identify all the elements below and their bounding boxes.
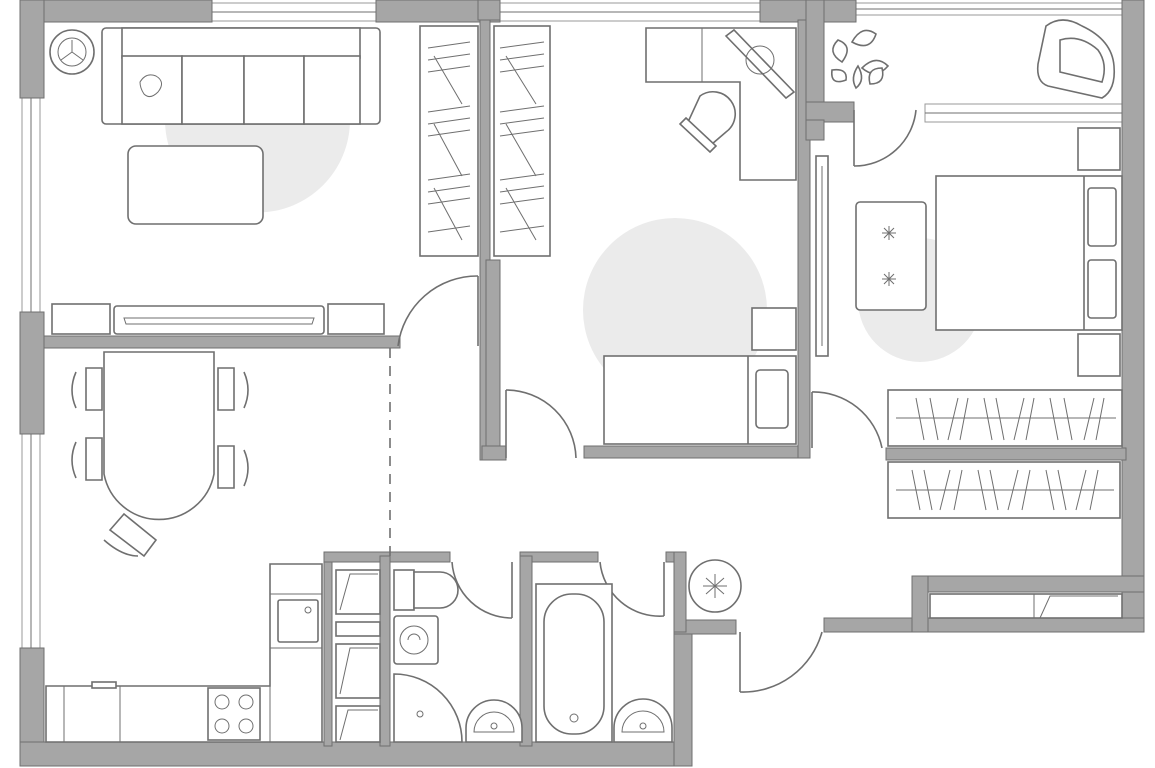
chair-left-2 [71, 437, 103, 481]
cushion-icon [139, 74, 162, 98]
nightstand-top [1077, 127, 1121, 171]
wall-bottom [19, 741, 693, 767]
wall-left-mid [19, 311, 45, 435]
wall-bedroom-bottom [885, 447, 1127, 461]
door-living [397, 275, 479, 347]
wall-study-left [485, 259, 501, 461]
washbasin-bath-icon [613, 698, 673, 743]
ventilation-icon [688, 559, 742, 613]
storage-closet [335, 569, 381, 743]
wall-bottom-right-step [673, 619, 693, 767]
hall-closet [929, 593, 1123, 619]
hallway [688, 461, 1123, 619]
wall-partition-top [477, 0, 501, 21]
chair-right-2 [217, 445, 249, 489]
doors [389, 109, 917, 693]
study-nightstand [751, 307, 797, 351]
single-bed [603, 355, 797, 445]
toilet-icon [393, 569, 459, 611]
lounge-chair-icon [1036, 19, 1116, 99]
kitchen-dining [45, 351, 323, 743]
balcony [830, 19, 1116, 99]
desk [645, 27, 797, 181]
nightstand-bottom [1077, 333, 1121, 377]
chair-right-1 [217, 367, 249, 411]
toilet-room [393, 569, 523, 743]
bedroom-dresser [815, 155, 829, 357]
chair-bottom [103, 512, 158, 558]
wall-balcony-left [805, 0, 825, 105]
study [493, 25, 797, 445]
wall-wc-left [379, 555, 391, 747]
double-bed [935, 175, 1123, 331]
kitchen-counter [45, 563, 323, 743]
lamp-icon [745, 45, 775, 75]
ottoman [855, 201, 927, 311]
wall-study-bottom [583, 445, 811, 459]
dining-chairs [71, 367, 249, 558]
wall-top-left [21, 0, 213, 23]
walls [19, 0, 1145, 767]
wall-balcony-bottom [805, 101, 855, 123]
living-wardrobe [419, 25, 479, 257]
door-bath [599, 561, 665, 617]
bathtub-icon [535, 583, 613, 743]
hall-wardrobe [887, 461, 1121, 519]
stove-icon [207, 687, 261, 741]
bedroom-wardrobe [887, 389, 1123, 447]
wall-living-kitchen [43, 335, 401, 349]
shower-icon [393, 673, 463, 743]
fridge-handle [91, 681, 117, 689]
dining-table [103, 351, 215, 521]
wall-hall-closet-top [911, 575, 1145, 593]
office-chair [678, 91, 736, 154]
wall-right [1121, 0, 1145, 631]
wall-hall-bottom [823, 617, 1145, 633]
wall-wc-bath [519, 555, 533, 747]
master-bedroom [815, 127, 1123, 447]
wall-closet-left [323, 555, 333, 747]
washbasin-icon [465, 699, 523, 743]
study-wardrobe [493, 25, 551, 257]
monitor-icon [724, 28, 796, 100]
door-entry [739, 631, 823, 693]
wall-hall-closet-left [911, 575, 929, 633]
tv-console [51, 303, 385, 335]
plant-icon [830, 29, 890, 90]
door-bedroom [811, 391, 883, 449]
living-room [49, 25, 479, 335]
bathroom [535, 583, 673, 743]
washing-machine-icon [393, 615, 439, 665]
chair-left-1 [71, 367, 103, 411]
wall-bath-right [673, 551, 687, 633]
coffee-table [127, 145, 264, 225]
sink-icon [277, 599, 319, 643]
wall-study-corner [481, 445, 507, 461]
windows [21, 2, 1126, 649]
door-study [505, 389, 577, 459]
ac-unit-icon [49, 29, 95, 75]
door-balcony [853, 109, 917, 167]
wall-balcony-stub [805, 119, 825, 141]
sofa [101, 27, 381, 125]
wall-left-top [19, 0, 45, 99]
door-wc [451, 561, 513, 619]
